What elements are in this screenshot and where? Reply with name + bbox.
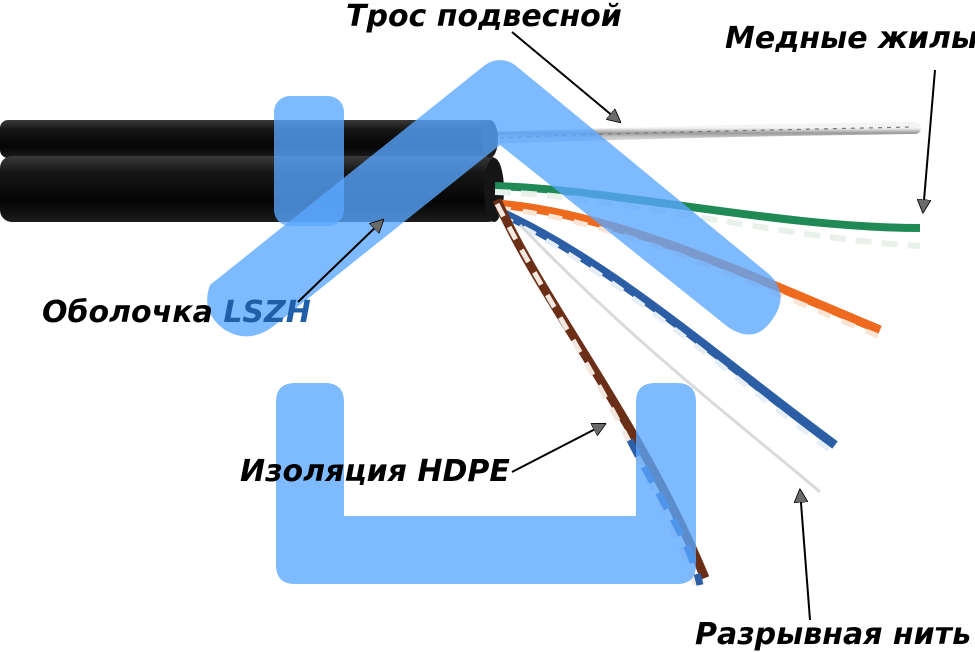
label-ripcord: Разрывная нить (695, 617, 972, 652)
label-sheath-prefix: Оболочка (42, 295, 213, 330)
label-insulation: Изоляция HDPE (240, 454, 510, 489)
callout-arrows (297, 31, 936, 621)
house-logo-icon (207, 60, 781, 584)
label-copper-cores: Медные жилы (725, 21, 975, 56)
twisted-pair-green (494, 182, 921, 249)
arrow-copper-cores (923, 69, 936, 212)
arrow-ripcord (800, 490, 811, 621)
arrow-insulation (511, 424, 605, 473)
ripcord-thread (518, 223, 821, 494)
label-sheath-material: LSZH (223, 295, 311, 330)
label-sheath: Оболочка LSZH (42, 298, 311, 328)
arrow-suspension-cable (511, 31, 620, 122)
arrow-sheath (297, 220, 383, 303)
twisted-pair-blue (498, 207, 838, 454)
label-suspension-cable: Трос подвесной (346, 0, 622, 34)
